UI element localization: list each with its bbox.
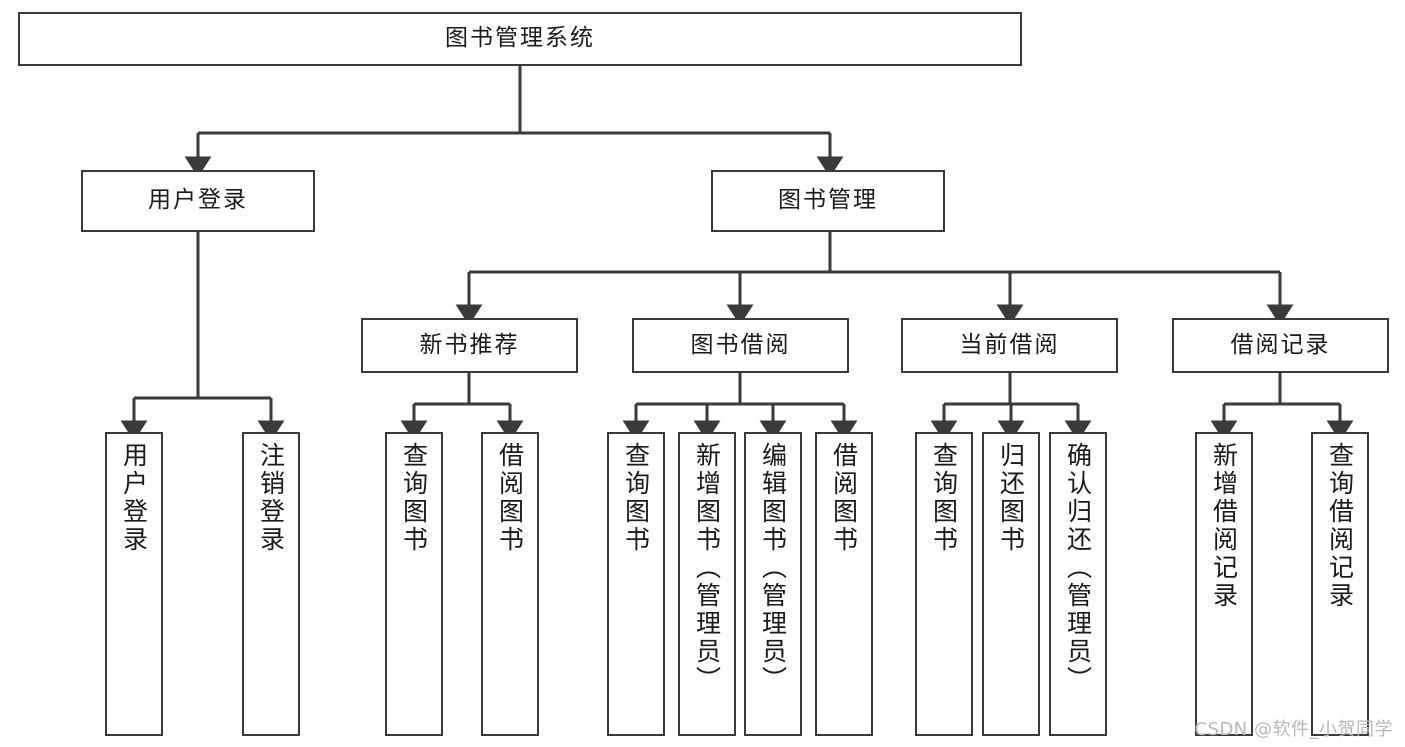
node-root-system[interactable]: 图书管理系统 (18, 12, 1022, 66)
node-label: 用户登录 (119, 442, 149, 554)
node-label: 查询借阅记录 (1325, 442, 1355, 610)
leaf-current-confirm-return-admin[interactable]: 确认归还（管理员） (1049, 432, 1107, 736)
node-user-login[interactable]: 用户登录 (81, 170, 315, 232)
leaf-current-return-book[interactable]: 归还图书 (982, 432, 1040, 736)
node-book-borrow[interactable]: 图书借阅 (632, 318, 849, 373)
leaf-user-login-login[interactable]: 用户登录 (105, 432, 163, 736)
node-label: 归还图书 (996, 442, 1026, 554)
node-label: 借阅图书 (495, 442, 525, 554)
node-new-book-recommend[interactable]: 新书推荐 (361, 318, 578, 373)
leaf-borrow-add-book-admin[interactable]: 新增图书（管理员） (678, 432, 736, 736)
leaf-record-add-record[interactable]: 新增借阅记录 (1195, 432, 1253, 736)
node-label: 查询图书 (621, 442, 651, 554)
node-borrow-record[interactable]: 借阅记录 (1172, 318, 1389, 373)
node-label: 编辑图书（管理员） (758, 442, 788, 694)
node-book-management[interactable]: 图书管理 (711, 170, 945, 232)
node-current-borrow[interactable]: 当前借阅 (901, 318, 1118, 373)
node-label: 查询图书 (929, 442, 959, 554)
leaf-current-query-book[interactable]: 查询图书 (915, 432, 973, 736)
node-label: 新增图书（管理员） (692, 442, 722, 694)
csdn-watermark: CSDN @软件_小贺同学 (1194, 719, 1393, 740)
leaf-record-query-record[interactable]: 查询借阅记录 (1311, 432, 1369, 736)
node-label: 确认归还（管理员） (1063, 442, 1093, 694)
leaf-recommend-query-book[interactable]: 查询图书 (385, 432, 443, 736)
node-label: 新增借阅记录 (1209, 442, 1239, 610)
node-label: 借阅图书 (829, 442, 859, 554)
leaf-user-login-logout[interactable]: 注销登录 (242, 432, 300, 736)
node-label: 当前借阅 (959, 331, 1060, 358)
leaf-borrow-query-book[interactable]: 查询图书 (607, 432, 665, 736)
leaf-recommend-borrow-book[interactable]: 借阅图书 (481, 432, 539, 736)
node-label: 图书管理系统 (445, 25, 595, 52)
node-label: 图书借阅 (690, 331, 791, 358)
leaf-borrow-edit-book-admin[interactable]: 编辑图书（管理员） (744, 432, 802, 736)
node-label: 新书推荐 (419, 331, 520, 358)
node-label: 查询图书 (399, 442, 429, 554)
node-label: 图书管理 (778, 187, 878, 214)
node-label: 借阅记录 (1230, 331, 1331, 358)
node-label: 注销登录 (256, 442, 286, 554)
node-label: 用户登录 (148, 187, 248, 214)
leaf-borrow-borrow-book[interactable]: 借阅图书 (815, 432, 873, 736)
